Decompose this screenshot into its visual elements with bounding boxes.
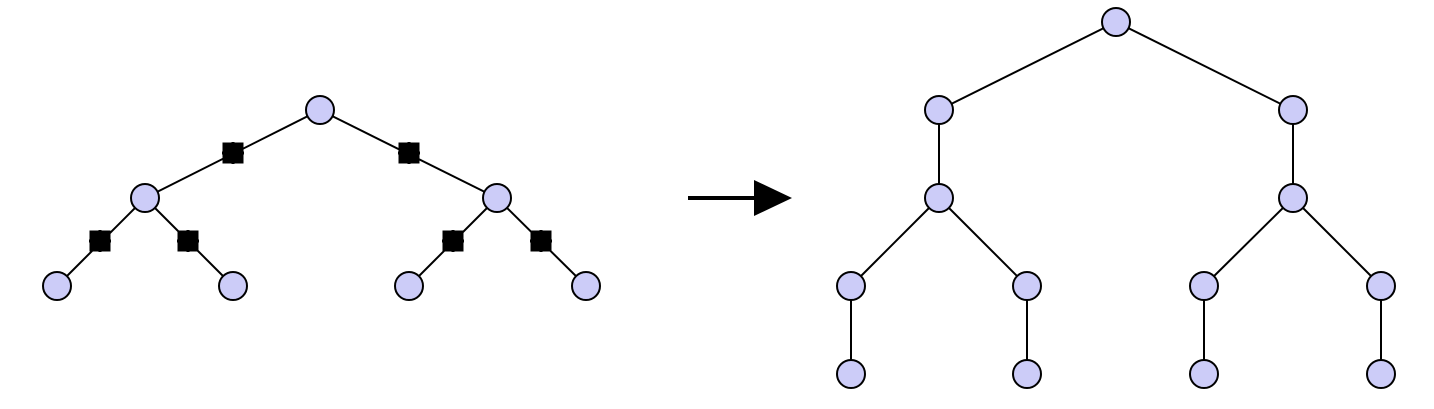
right-arrow-icon: [688, 180, 792, 216]
tree-node: [1366, 359, 1396, 389]
tree-node: [218, 271, 248, 301]
tree-node: [1012, 359, 1042, 389]
tree-node: [1366, 271, 1396, 301]
after-tree-nodes: [836, 7, 1396, 389]
edge: [1292, 197, 1382, 287]
edge-split-marker-icon: [398, 142, 420, 164]
edge: [938, 197, 1028, 287]
edge-split-marker-icon: [442, 230, 464, 252]
edge-split-marker-icon: [222, 142, 244, 164]
tree-node: [305, 95, 335, 125]
tree-node: [924, 183, 954, 213]
edge-split-marker-icon: [89, 230, 111, 252]
tree-node: [394, 271, 424, 301]
tree-node: [130, 183, 160, 213]
tree-node: [924, 95, 954, 125]
tree-node: [482, 183, 512, 213]
edge: [1203, 197, 1294, 287]
tree-node: [836, 359, 866, 389]
edge-split-markers: [89, 142, 552, 252]
tree-node: [42, 271, 72, 301]
tree-node: [1101, 7, 1131, 37]
tree-node: [1278, 183, 1308, 213]
before-tree-nodes: [42, 95, 601, 301]
after-tree: [836, 7, 1396, 389]
tree-node: [1278, 95, 1308, 125]
edge: [938, 21, 1117, 111]
edge: [850, 197, 940, 287]
edge-split-marker-icon: [177, 230, 199, 252]
tree-node: [1189, 271, 1219, 301]
edge: [1115, 21, 1294, 111]
edge-split-marker-icon: [530, 230, 552, 252]
tree-node: [836, 271, 866, 301]
before-tree: [42, 95, 601, 301]
tree-node: [1189, 359, 1219, 389]
tree-node: [571, 271, 601, 301]
tree-node: [1012, 271, 1042, 301]
